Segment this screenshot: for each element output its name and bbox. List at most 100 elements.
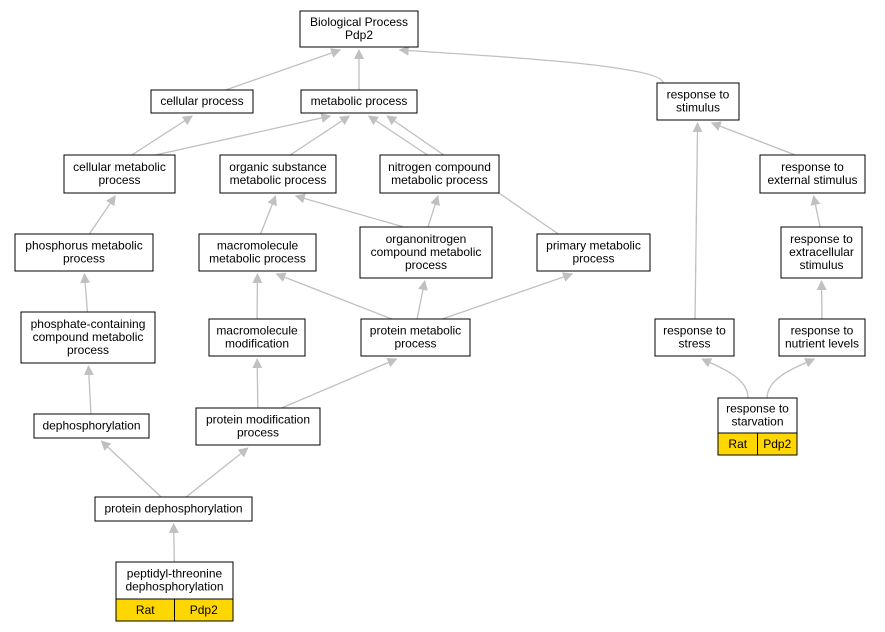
node-label-line: response to [663,324,726,338]
edge-organic-substance-metabolic-process-to-metabolic-process [289,115,351,156]
node-box [360,318,471,357]
node-label-line: stimulus [676,101,720,115]
edge-cellular-metabolic-process-to-metabolic-process [155,113,332,156]
edge-response-to-starvation-to-response-to-nutrient-levels [766,358,816,399]
node-box [20,311,156,364]
node-label-line: phosphorus metabolic [25,239,142,253]
edge-cellular-metabolic-process-to-cellular-process [131,115,193,156]
node-label-line: organic substance [229,160,327,174]
node-box [359,226,493,279]
node-box [14,233,154,272]
node-label-line: nitrogen compound [388,160,491,174]
edge-protein-dephosphorylation-to-protein-modification-process [185,447,249,498]
edges-layer [80,45,827,563]
node-box [299,10,419,48]
node-label-line: cellular metabolic [73,160,166,174]
annotation-label: Pdp2 [763,437,791,451]
node-box [219,154,337,194]
node-label-line: Pdp2 [345,28,373,42]
node-box [536,233,651,272]
node-label-line: response to [667,88,730,102]
node-box [208,318,306,357]
node-box [195,407,321,446]
node-label-line: process [67,343,109,357]
node-label-line: process [98,173,140,187]
node-label-line: response to [790,232,853,246]
node-box [654,318,735,357]
node-box [759,154,866,194]
annotation-cell [174,598,234,622]
node-label-line: macromolecule [216,324,298,338]
node-label-line: metabolic process [391,173,488,187]
node-label-line: response to [726,402,789,416]
node-cellular-process[interactable]: cellular process [150,89,254,114]
node-label-line: compound metabolic [33,330,144,344]
node-label-line: primary metabolic [546,239,641,253]
node-label-line: stimulus [799,258,843,272]
edge-response-to-stress-to-response-to-stimulus [692,122,703,320]
node-box [150,89,254,114]
annotation-label: Rat [136,603,155,617]
edge-cellular-process-to-root [225,48,342,91]
edge-response-to-stimulus-to-root [398,45,664,84]
edge-protein-metabolic-process-to-primary-metabolic-process [441,272,574,320]
node-box [33,413,150,439]
node-label-line: macromolecule [217,239,299,253]
edge-macromolecule-metabolic-process-to-organic-substance-metabolic-process [259,195,277,235]
node-label-line: extracellular [789,245,854,259]
node-label-line: organonitrogen [386,232,467,246]
node-metabolic-process[interactable]: metabolic process [300,89,418,114]
node-box [780,226,863,279]
edge-phosphate-containing-compound-metabolic-process-to-phosphorus-metabolic-process [80,273,91,313]
node-label-line: nutrient levels [785,337,859,351]
node-label-line: process [394,337,436,351]
node-label-line: metabolic process [230,173,327,187]
node-label-line: protein modification [206,413,310,427]
node-label-line: phosphate-containing [31,317,146,331]
node-label-line: metabolic process [311,94,408,108]
node-box [656,82,740,121]
edge-dephosphorylation-to-phosphate-containing-compound-metabolic-process [83,365,94,415]
node-label-line: stress [678,337,710,351]
edge-phosphorus-metabolic-process-to-cellular-metabolic-process [88,195,116,235]
node-box [300,89,418,114]
node-label-line: dephosphorylation [42,419,140,433]
node-label-line: process [572,252,614,266]
edge-nitrogen-compound-metabolic-process-to-metabolic-process [367,115,428,156]
node-label-line: process [405,258,447,272]
node-label-line: process [63,252,105,266]
node-box [198,233,317,272]
edge-organonitrogen-compound-metabolic-process-to-organic-substance-metabolic-process [294,193,404,228]
node-box [63,154,176,194]
node-label-line: protein dephosphorylation [104,502,242,516]
annotation-label: Rat [728,437,747,451]
node-protein-dephosphorylation[interactable]: protein dephosphorylation [94,496,253,522]
edge-response-to-extracellular-stimulus-to-response-to-external-stimulus [810,195,821,228]
node-dephosphorylation[interactable]: dephosphorylation [33,413,150,439]
node-label-line: external stimulus [767,173,857,187]
edge-organonitrogen-compound-metabolic-process-to-nitrogen-compound-metabolic-process [427,195,440,228]
node-box [115,561,234,600]
edge-protein-dephosphorylation-to-dephosphorylation [100,440,162,498]
